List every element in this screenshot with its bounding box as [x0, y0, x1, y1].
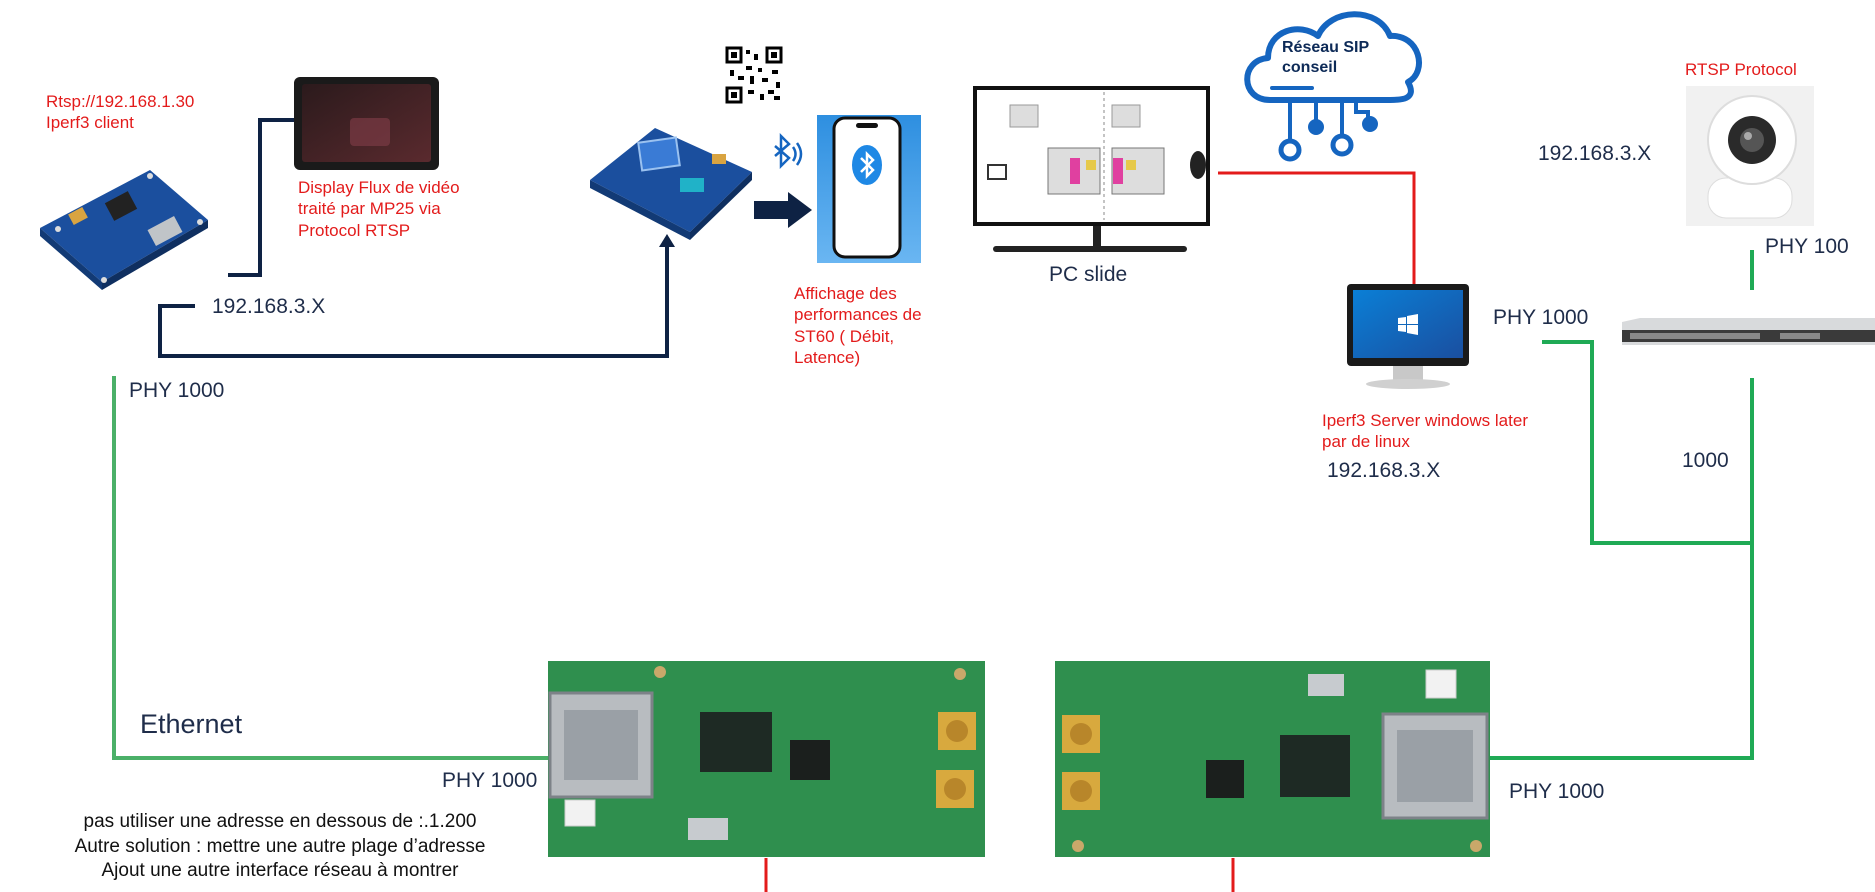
- ip-camera: [1686, 86, 1814, 226]
- display-screen: [294, 77, 439, 170]
- link-ethernet-left: [112, 376, 550, 760]
- link-ethernet-right: [1488, 378, 1754, 760]
- phy-board-left-label: PHY 1000: [442, 769, 538, 792]
- link-board-display: [228, 118, 295, 277]
- link-1000-label: 1000: [1682, 449, 1729, 472]
- pc-slide-label: PC slide: [1049, 263, 1128, 286]
- iperf-server-label: Iperf3 Server windows later par de linux: [1322, 411, 1528, 452]
- spe-board-left: [548, 661, 985, 857]
- mp25-board: [40, 170, 208, 290]
- bluetooth-icon: [774, 132, 803, 170]
- windows-pc-monitor: [1347, 284, 1469, 389]
- st60-board: [590, 128, 752, 240]
- link-board-st60: [158, 243, 669, 358]
- pc-slide-monitor: [973, 86, 1210, 252]
- notes-label: pas utiliser une adresse en dessous de :…: [74, 811, 486, 882]
- client-info-label: Rtsp://192.168.1.30 Iperf3 client: [46, 92, 195, 133]
- ethernet-label: Ethernet: [140, 709, 243, 739]
- spe-board-right: [1055, 661, 1490, 857]
- link-server-switch: [1542, 340, 1752, 545]
- cloud-label: Réseau SIP conseil: [1282, 39, 1370, 76]
- smartphone: [817, 115, 921, 263]
- arrow-right-icon: [754, 192, 812, 228]
- arrow-head: [659, 234, 675, 247]
- cloud-network-icon: [1244, 11, 1422, 162]
- server-ip-label: 192.168.3.X: [1327, 459, 1441, 482]
- affichage-label: Affichage des performances de ST60 ( Déb…: [794, 284, 922, 367]
- qr-code-icon: [725, 46, 783, 104]
- windows-logo-icon: [1398, 314, 1418, 335]
- link-red-pc: [1218, 171, 1416, 286]
- rtsp-protocol-label: RTSP Protocol: [1685, 60, 1797, 79]
- phy-left-label: PHY 1000: [129, 379, 225, 402]
- phy-board-right-label: PHY 1000: [1509, 780, 1605, 803]
- display-info-label: Display Flux de vidéo traité par MP25 vi…: [298, 178, 460, 240]
- phy-100-label: PHY 100: [1765, 235, 1849, 258]
- phy-1000-switch-label: PHY 1000: [1493, 306, 1589, 329]
- camera-ip-label: 192.168.3.X: [1538, 142, 1652, 165]
- client-ip-label: 192.168.3.X: [212, 295, 326, 318]
- network-switch: [1622, 318, 1875, 345]
